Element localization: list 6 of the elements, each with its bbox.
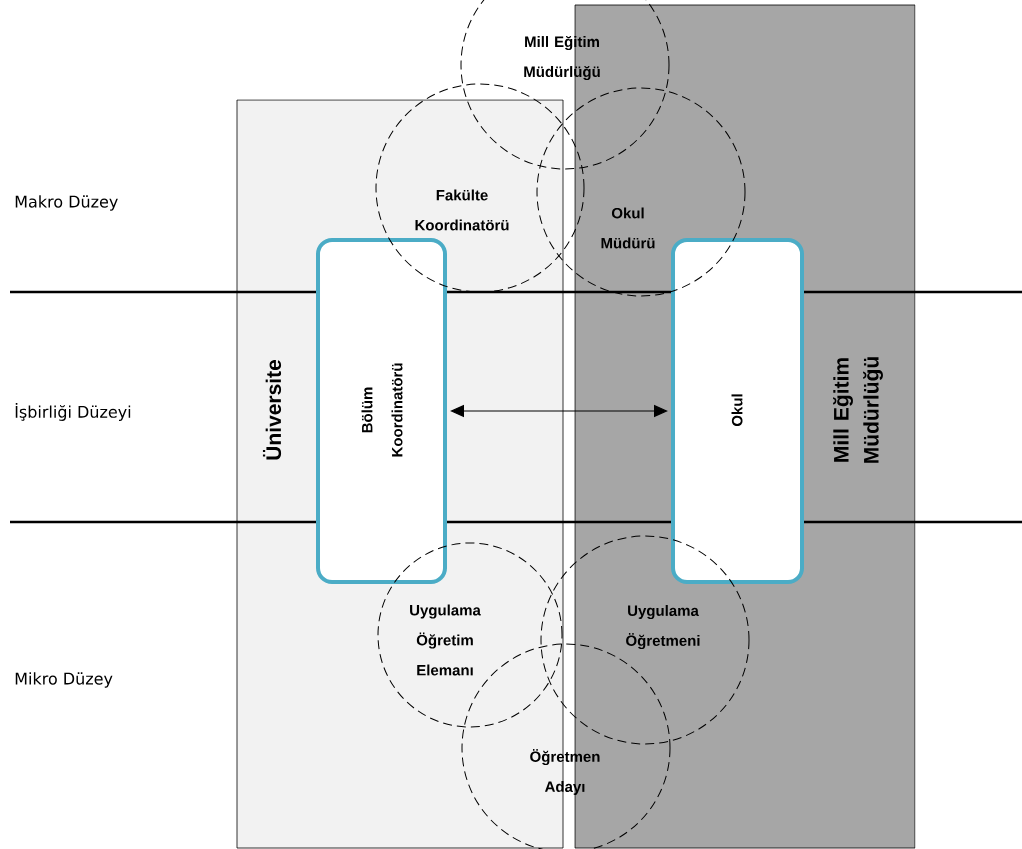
rounded-box: Okul [671,238,804,584]
level-label: Makro Düzey [15,195,118,211]
rounded-box: Bölüm Koordinatörü [316,238,447,584]
level-label: İşbirliği Düzeyi [15,403,131,421]
level-label: Mikro Düzey [15,672,113,688]
arrow [450,404,668,418]
